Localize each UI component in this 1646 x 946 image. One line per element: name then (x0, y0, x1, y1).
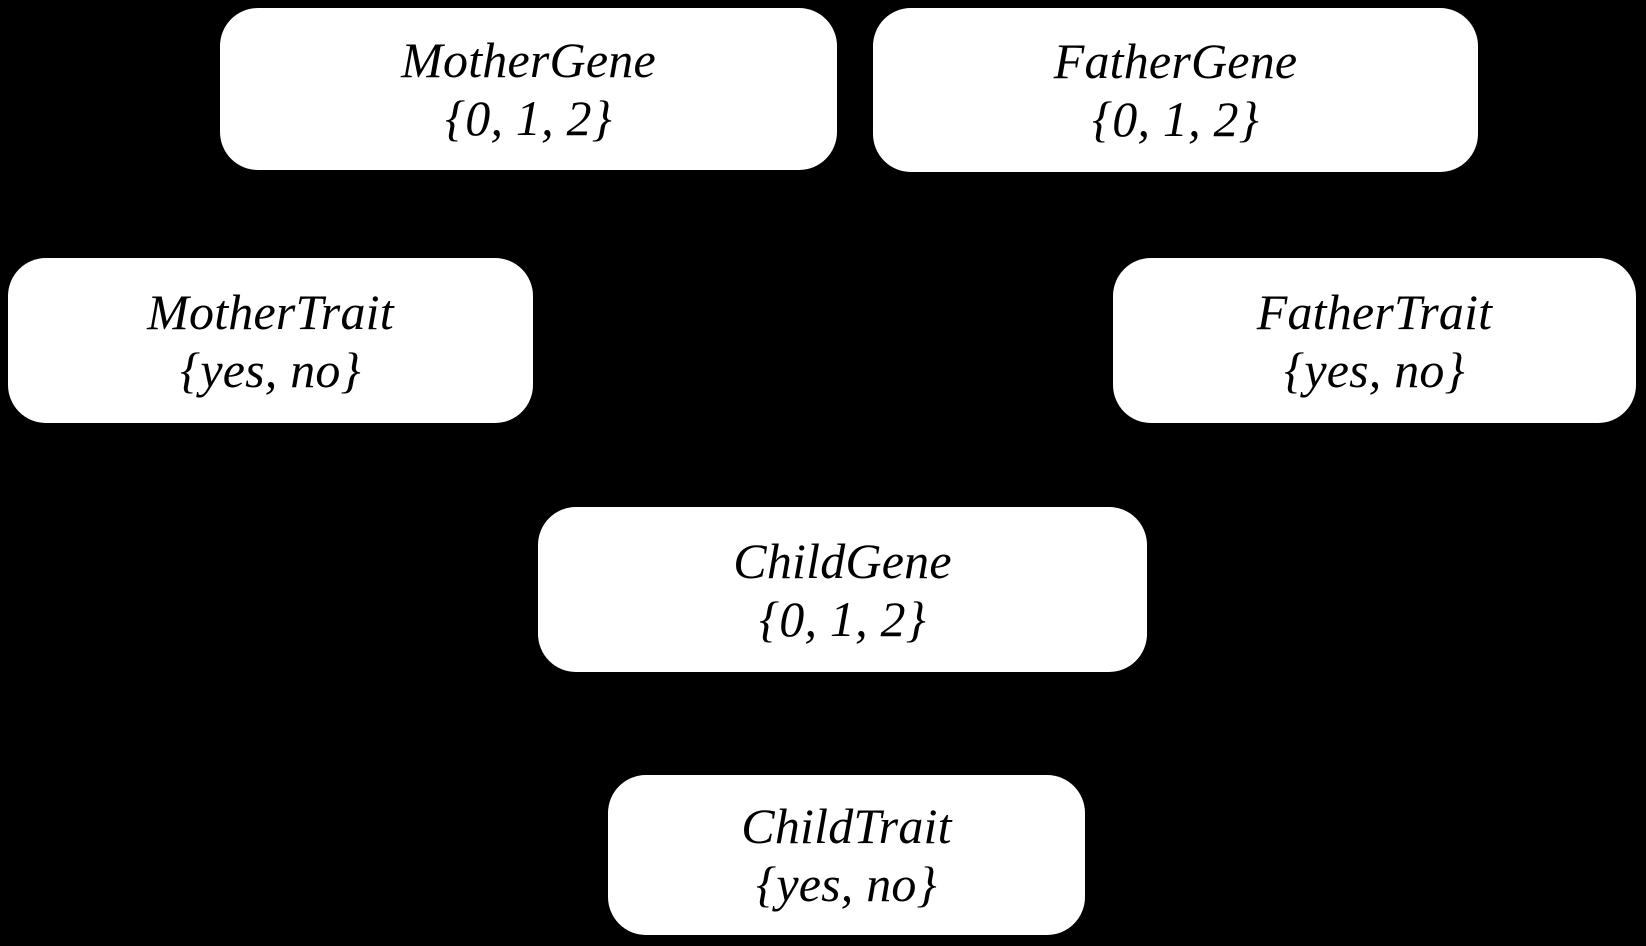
node-mother-trait-domain: {yes, no} (180, 341, 361, 398)
node-father-trait[interactable]: FatherTrait {yes, no} (1113, 258, 1636, 423)
node-father-trait-domain: {yes, no} (1284, 341, 1465, 398)
node-mother-gene-label: MotherGene (401, 32, 656, 88)
node-mother-trait-label: MotherTrait (147, 283, 394, 340)
node-mother-gene-domain: {0, 1, 2} (445, 90, 612, 146)
node-child-trait-domain: {yes, no} (756, 856, 937, 912)
node-child-trait[interactable]: ChildTrait {yes, no} (608, 775, 1085, 935)
node-father-gene[interactable]: FatherGene {0, 1, 2} (873, 8, 1478, 172)
node-child-trait-label: ChildTrait (741, 798, 952, 854)
node-father-gene-domain: {0, 1, 2} (1092, 91, 1259, 147)
node-father-trait-label: FatherTrait (1256, 283, 1493, 340)
node-father-gene-label: FatherGene (1053, 33, 1298, 89)
node-child-gene-domain: {0, 1, 2} (759, 590, 926, 647)
node-child-gene-label: ChildGene (733, 532, 952, 589)
node-mother-gene[interactable]: MotherGene {0, 1, 2} (220, 8, 837, 170)
node-child-gene[interactable]: ChildGene {0, 1, 2} (538, 507, 1147, 672)
node-mother-trait[interactable]: MotherTrait {yes, no} (8, 258, 533, 423)
